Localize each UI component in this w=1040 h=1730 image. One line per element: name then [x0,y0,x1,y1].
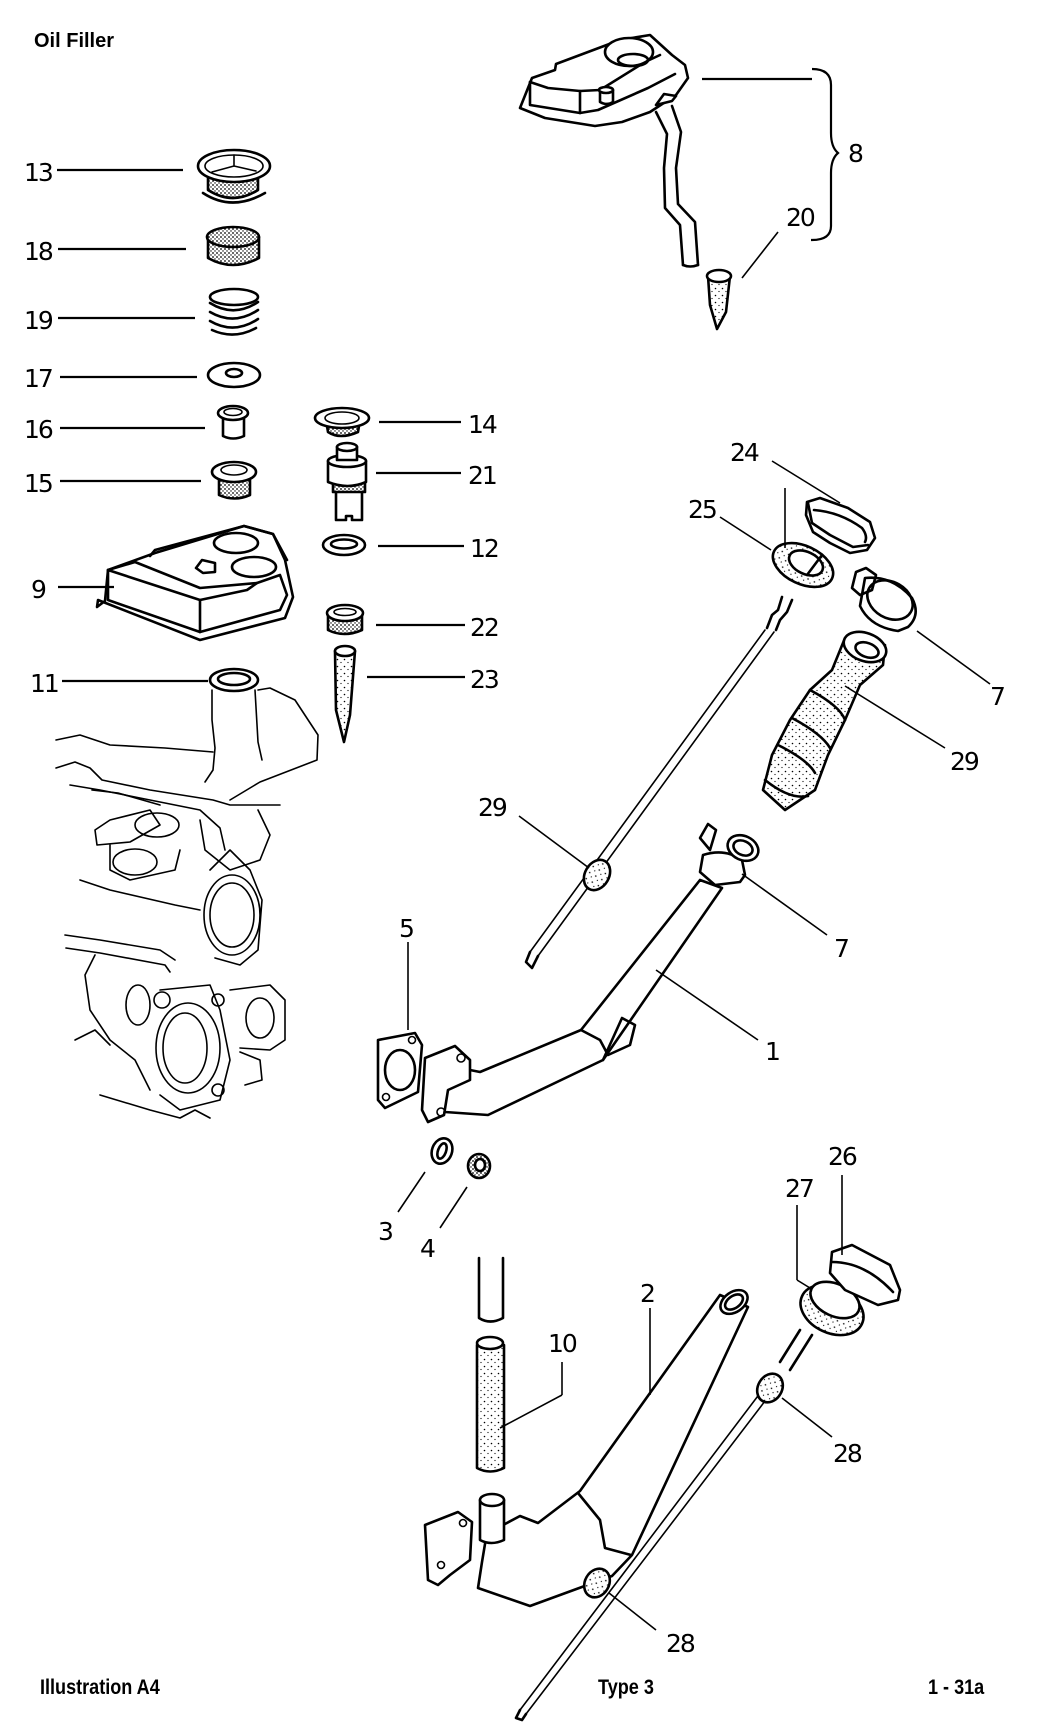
leader-10 [499,1394,563,1429]
leader-28a [781,1397,833,1438]
part-16-sleeve [216,404,250,440]
label-22: 22 [470,613,498,642]
part-7-hose-clamp-upper [850,566,917,633]
part-14-valve-cap [313,406,371,438]
part-6-rubber-filler-hose [761,630,888,812]
part-18-filter-element [205,225,261,267]
illustration-id: Illustration A4 [40,1676,160,1699]
upper-dipstick [524,595,794,970]
label-9: 9 [31,575,46,604]
part-25-cap-seal [771,541,835,589]
leader-1 [655,969,759,1041]
label-14: 14 [468,410,497,439]
label-8: 8 [848,139,863,168]
label-12: 12 [470,534,498,563]
part-28-dipstick-grommet-lower [582,1567,612,1599]
label-27: 27 [785,1174,813,1203]
label-7b: 7 [834,934,848,963]
label-3: 3 [378,1217,392,1246]
part-26-filler-cap-lower [828,1243,902,1307]
label-4: 4 [420,1234,435,1263]
label-7a: 7 [990,682,1004,711]
part-19-spring [208,287,260,336]
leader-27-end [796,1279,811,1289]
part-28-dipstick-grommet-upper [755,1372,785,1404]
part-11-gasket-ring [208,667,260,693]
label-13: 13 [24,158,52,187]
leader-24 [771,460,841,504]
label-20: 20 [786,203,815,232]
part-24-filler-cap-upper [804,496,877,555]
label-2: 2 [640,1279,654,1308]
label-29: 29 [478,793,507,822]
label-1: 1 [765,1037,779,1066]
part-23-breather-hose [333,644,357,744]
vehicle-type: Type 3 [598,1676,654,1699]
leader-3 [397,1171,426,1213]
label-28b: 28 [666,1629,695,1658]
label-10: 10 [548,1329,577,1358]
part-9-filler-housing-cover [95,524,295,642]
label-5: 5 [399,914,413,943]
part-1-filler-pipe [420,878,724,1124]
leader-20 [741,231,779,279]
leader-7a [916,630,991,685]
label-26: 26 [828,1142,857,1171]
label-18: 18 [24,237,53,266]
label-17: 17 [24,364,52,393]
part-17-washer [206,361,262,389]
leader-6 [844,685,946,749]
label-21: 21 [468,461,496,490]
leader-25 [719,516,772,551]
part-13-oil-filler-cap [196,148,272,204]
part-12-seal-ring [321,533,367,557]
lower-dipstick [514,1328,814,1722]
leader-4 [439,1186,468,1229]
part-3-spring-washer [430,1137,454,1165]
label-25: 25 [688,495,716,524]
part-2-filler-pipe-alt [423,1288,750,1608]
label-15: 15 [24,469,52,498]
leader-28b [608,1592,657,1631]
part-7-hose-clamp-lower [698,822,760,887]
part-8-breather-box-assembly [518,33,700,268]
label-24: 24 [730,438,759,467]
page-number: 1 - 31a [928,1676,985,1699]
part-5-flange-gasket [376,1031,424,1110]
part-29-dipstick-grommet [582,858,612,892]
page-title: Oil Filler [34,30,115,52]
engine-block-illustration [55,687,319,1119]
label-28a: 28 [833,1439,862,1468]
leader-29 [518,815,590,869]
part-21-breather-valve [326,441,368,522]
bracket-8 [702,67,840,242]
label-23: 23 [470,665,498,694]
part-4-nut [466,1152,492,1180]
label-16: 16 [24,415,53,444]
label-6: 29 [950,747,979,776]
part-15-threaded-plug [210,460,258,500]
label-19: 19 [24,306,53,335]
part-22-grommet [325,603,365,636]
leader-7b [741,873,828,936]
label-11: 11 [30,669,58,698]
part-10-connecting-hose [475,1256,506,1473]
part-20-hose-end-cap [705,268,733,331]
